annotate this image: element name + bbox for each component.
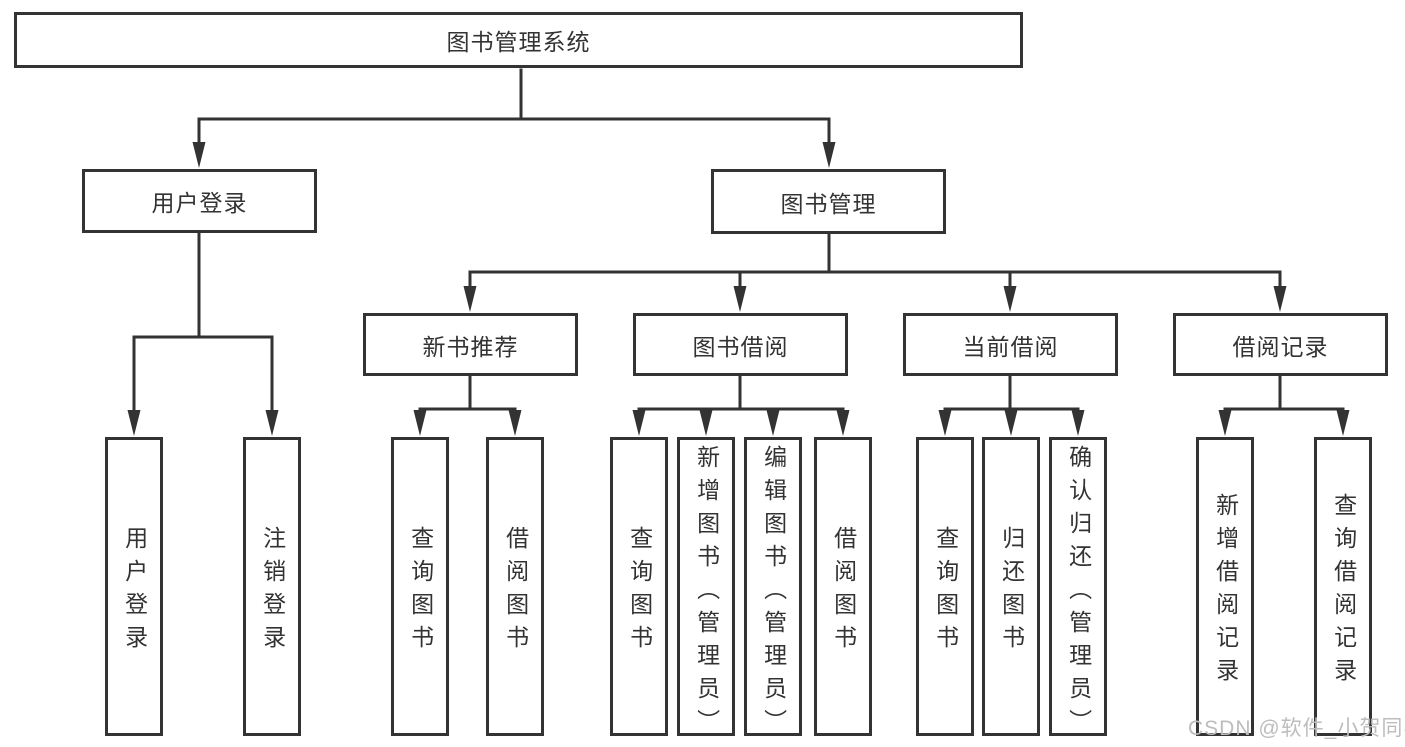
- node-library-management-system: 图书管理系统: [14, 12, 1023, 68]
- leaf-label: 查询图书: [407, 525, 434, 658]
- leaf-borrow-books-recommend: 借阅图书: [486, 437, 544, 736]
- leaf-confirm-return-admin: 确认归还（管理员）: [1049, 437, 1107, 742]
- leaf-query-borrow-record: 查询借阅记录: [1314, 437, 1372, 736]
- leaf-label: 查询图书: [932, 525, 959, 658]
- node-current-borrowing: 当前借阅: [903, 313, 1118, 376]
- leaf-label: 查询借阅记录: [1330, 492, 1357, 691]
- node-new-book-recommendation: 新书推荐: [363, 313, 578, 376]
- tree-edges: [132, 68, 1345, 413]
- leaf-query-books-borrowing: 查询图书: [610, 437, 668, 736]
- node-label: 图书管理系统: [446, 29, 591, 55]
- leaf-borrow-books: 借阅图书: [814, 437, 872, 736]
- node-user-login: 用户登录: [82, 169, 317, 233]
- leaf-label: 新增图书（管理员）: [693, 445, 720, 742]
- leaf-label: 用户登录: [121, 525, 148, 658]
- node-label: 图书管理: [780, 190, 877, 217]
- leaf-edit-books-admin: 编辑图书（管理员）: [744, 437, 802, 742]
- leaf-label: 借阅图书: [502, 525, 529, 658]
- leaf-query-books-recommend: 查询图书: [391, 437, 449, 736]
- csdn-watermark: CSDN @软件_小贺同学: [1188, 717, 1405, 740]
- leaf-add-books-admin: 新增图书（管理员）: [677, 437, 735, 742]
- leaf-add-borrow-record: 新增借阅记录: [1196, 437, 1254, 736]
- leaf-label: 借阅图书: [830, 525, 857, 658]
- leaf-label: 注销登录: [259, 525, 286, 658]
- node-borrowing-records: 借阅记录: [1173, 313, 1388, 376]
- leaf-query-books-current: 查询图书: [916, 437, 974, 736]
- node-book-management: 图书管理: [711, 169, 946, 234]
- node-label: 用户登录: [151, 190, 248, 216]
- leaf-label: 查询图书: [626, 525, 653, 658]
- leaf-return-books: 归还图书: [982, 437, 1040, 736]
- node-label: 借阅记录: [1232, 333, 1329, 360]
- leaf-label: 归还图书: [998, 525, 1025, 658]
- leaf-logout: 注销登录: [243, 437, 301, 736]
- leaf-label: 编辑图书（管理员）: [760, 445, 787, 742]
- node-label: 当前借阅: [962, 333, 1059, 360]
- leaf-label: 新增借阅记录: [1212, 492, 1239, 691]
- node-book-borrowing: 图书借阅: [633, 313, 848, 376]
- node-label: 新书推荐: [422, 333, 519, 360]
- leaf-label: 确认归还（管理员）: [1065, 445, 1092, 742]
- arrowheads: [127, 142, 1350, 436]
- node-label: 图书借阅: [692, 333, 789, 360]
- leaf-user-login: 用户登录: [105, 437, 163, 736]
